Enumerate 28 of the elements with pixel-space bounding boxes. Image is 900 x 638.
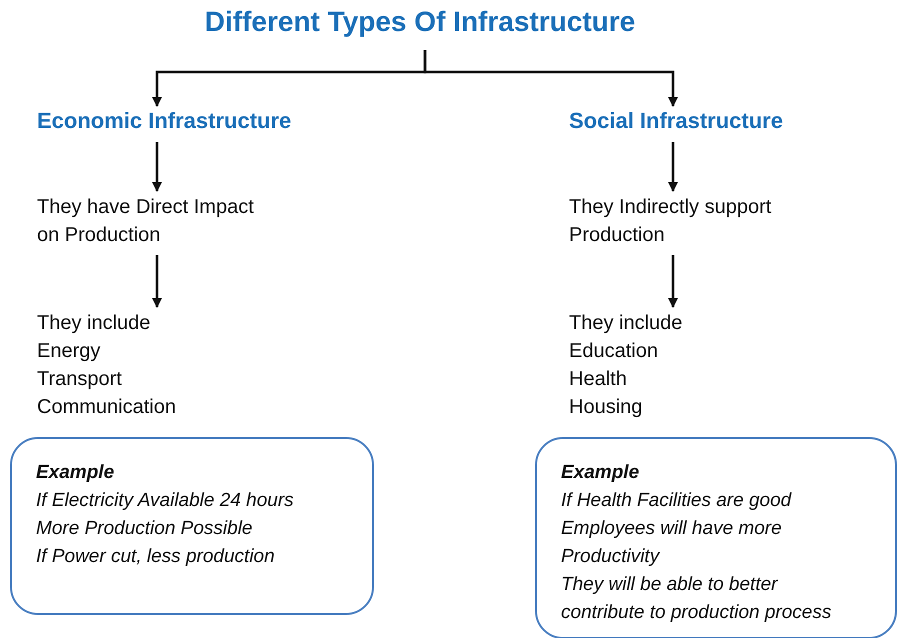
list-item: Transport (37, 367, 123, 392)
example-text: Employees will have more Productivity (561, 517, 783, 569)
category-heading: Social Infrastructure (569, 108, 784, 134)
list-item: Health (569, 367, 628, 392)
root-node-label: Different Types Of Infrastructure (204, 6, 636, 38)
arrow (424, 50, 678, 107)
list-item: Education (569, 339, 659, 364)
example-card (535, 437, 897, 638)
example-text: If Electricity Available 24 hours (36, 489, 295, 513)
arrow (152, 142, 162, 192)
description-text: They include (569, 311, 684, 336)
example-heading: Example (561, 461, 640, 485)
list-item: Housing (569, 395, 644, 420)
arrow (152, 255, 162, 308)
example-text: If Power cut, less production (36, 545, 276, 569)
arrow (668, 255, 678, 308)
list-item: Communication (37, 395, 177, 420)
example-text: They will be able to better contribute to production process (561, 573, 832, 625)
example-heading: Example (36, 461, 116, 485)
description-text: They include (37, 311, 152, 336)
arrow (668, 142, 678, 192)
list-item: Energy (37, 339, 102, 364)
example-text: If Health Facilities are good (561, 489, 793, 513)
example-text: More Production Possible (36, 517, 254, 541)
description-text: They Indirectly support Production (569, 195, 772, 248)
description-text: They have Direct Impact on Production (37, 195, 255, 248)
category-heading: Economic Infrastructure (37, 108, 292, 134)
example-card (10, 437, 374, 615)
